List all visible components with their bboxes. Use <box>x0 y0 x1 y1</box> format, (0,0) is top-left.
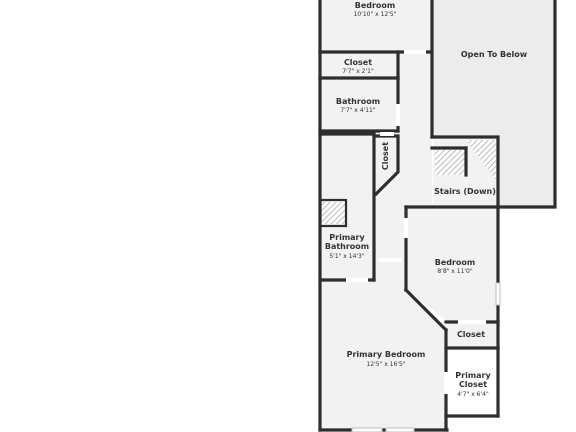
open-to-below-name: Open To Below <box>461 50 528 59</box>
closet-right-name: Closet <box>457 330 485 339</box>
bedroom-top-dims: 10'10" x 12'5" <box>354 11 397 18</box>
bedroom-right-name: Bedroom <box>435 258 476 267</box>
primary-closet-dims: 4'7" x 6'4" <box>457 391 489 398</box>
stair-landing-hatch <box>435 150 465 175</box>
primary-bedroom-dims: 12'5" x 16'5" <box>366 361 405 368</box>
bedroom-right-floor <box>407 209 497 348</box>
hatched-fixtures <box>322 140 496 224</box>
floor-fills <box>320 0 555 430</box>
upper-floor-area <box>320 0 446 430</box>
windows <box>351 282 501 432</box>
bathroom-name: Bathroom <box>336 97 380 106</box>
primary-closet-name-line1: Primary <box>455 371 491 380</box>
shower-hatch <box>322 202 345 224</box>
bathroom-dims: 7'7" x 4'11" <box>340 107 376 114</box>
stairs-hatch <box>466 140 496 180</box>
closet-top-dims: 7'7" x 2'1" <box>342 68 374 75</box>
bedroom-top-name: Bedroom <box>355 1 396 10</box>
primary-bathroom-name-line2: Bathroom <box>325 242 369 251</box>
bedroom-right-dims: 8'8" x 11'0" <box>437 268 473 275</box>
primary-closet-name-line2: Closet <box>459 380 487 389</box>
room-labels: Bedroom 10'10" x 12'5" Closet 7'7" x 2'1… <box>325 1 528 398</box>
stairs-name: Stairs (Down) <box>434 187 496 196</box>
primary-bathroom-name-line1: Primary <box>329 233 365 242</box>
closet-top-name: Closet <box>344 58 372 67</box>
door-openings <box>346 50 486 394</box>
primary-bedroom-name: Primary Bedroom <box>347 350 426 359</box>
primary-bathroom-dims: 5'1" x 14'3" <box>329 253 365 260</box>
closet-hall-name: Closet <box>381 142 390 170</box>
